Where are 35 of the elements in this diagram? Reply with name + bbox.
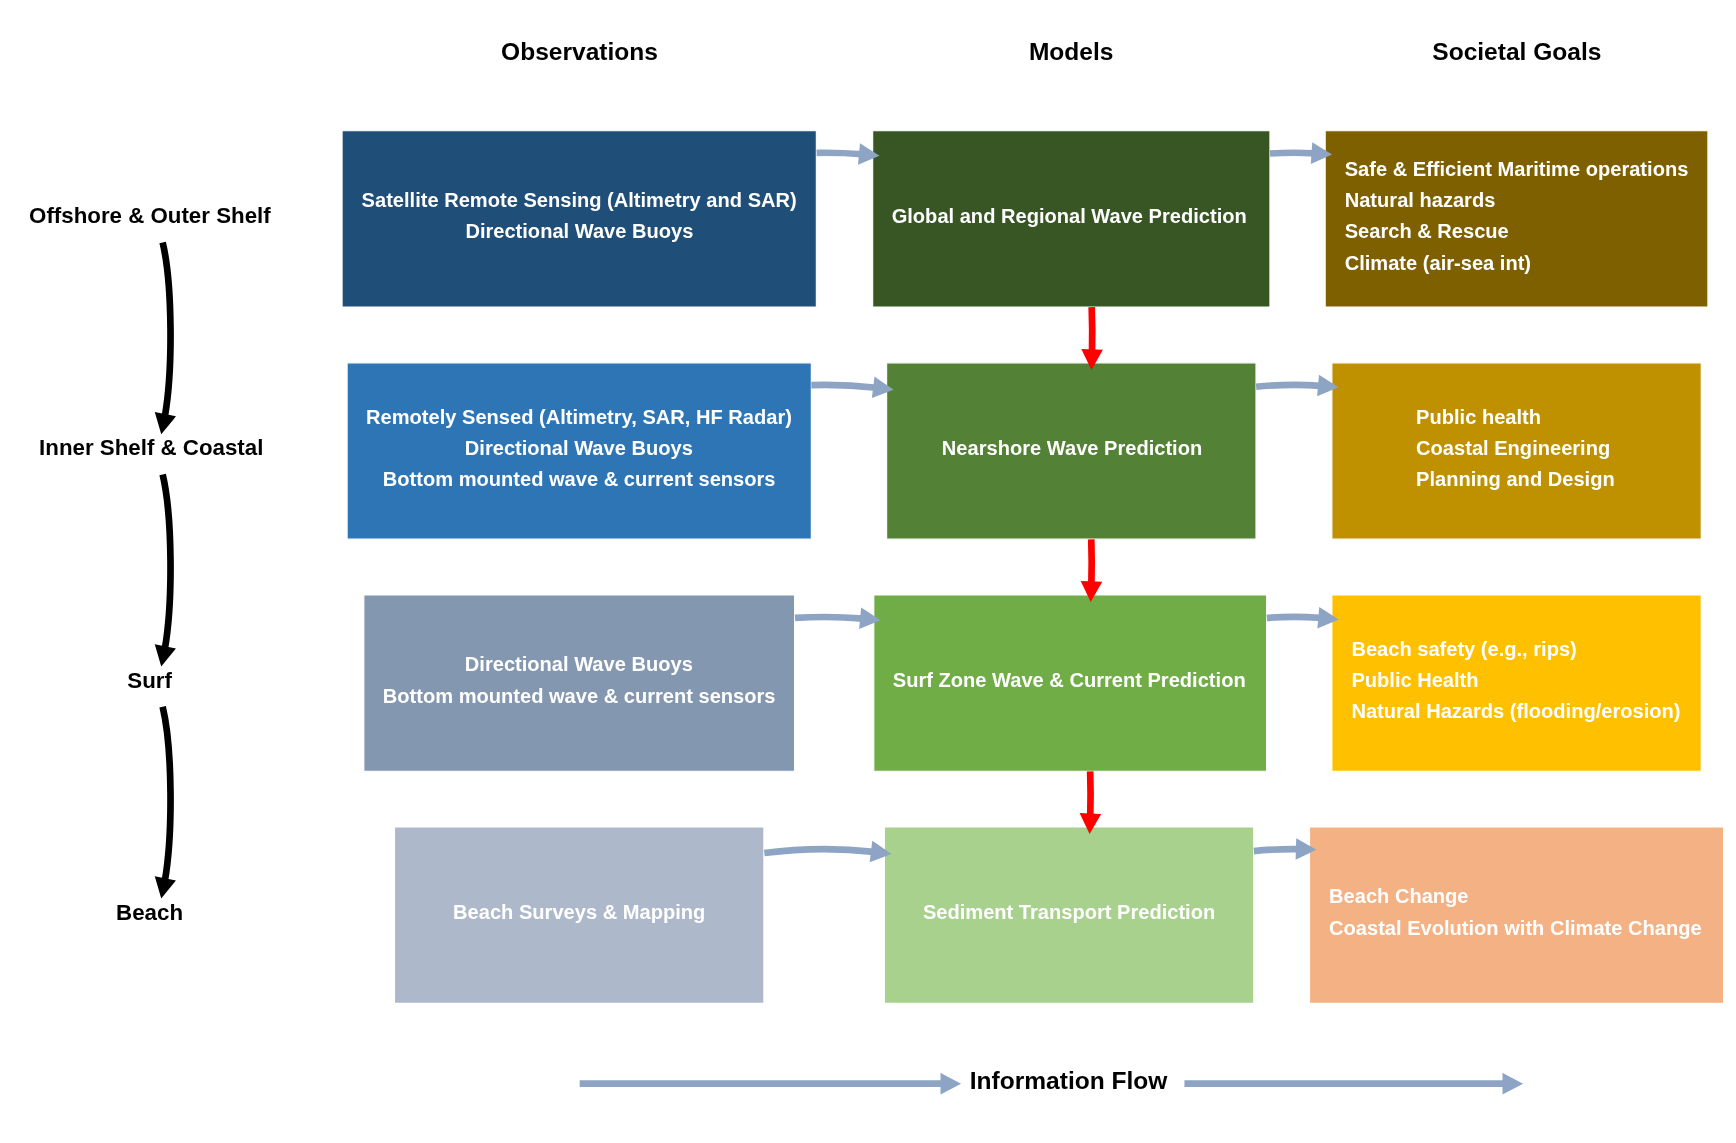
arrow — [1080, 307, 1103, 370]
arrow — [794, 607, 881, 630]
node-box: Safe & Efficient Maritime operations Natural hazards Search & Rescue Climate (air-sea int) — [1324, 130, 1708, 308]
arrow — [1269, 142, 1332, 164]
node-box: Beach Surveys & Mapping — [393, 826, 764, 1004]
arrow — [154, 706, 176, 899]
node-box: Surf Zone Wave & Current Prediction — [872, 594, 1267, 772]
node-box: Sediment Transport Prediction — [883, 826, 1254, 1004]
arrow — [816, 143, 879, 165]
label: Models — [1028, 37, 1113, 65]
node-box: Beach Change Coastal Evolution with Climate Change — [1308, 826, 1724, 1004]
node-box: Remotely Sensed (Altimetry, SAR, HF Radar) Directional Wave Buoys Bottom mounted wave & current sensors — [346, 362, 812, 540]
node-box: Nearshore Wave Prediction — [885, 362, 1257, 540]
node-text: Information Flow — [969, 1066, 1167, 1094]
arrow — [1266, 606, 1339, 629]
arrow — [154, 473, 176, 667]
node-box: Public health Coastal Engineering Planning and Design — [1330, 362, 1702, 540]
node-box: Satellite Remote Sensing (Altimetry and SAR) Directional Wave Buoys — [341, 130, 817, 308]
node-text: Offshore & Outer Shelf — [28, 203, 271, 229]
arrow — [1255, 374, 1339, 397]
node-box: Directional Wave Buoys Bottom mounted wave & current sensors — [362, 594, 795, 772]
arrow — [154, 241, 176, 435]
arrow — [810, 376, 894, 399]
arrow — [763, 840, 891, 863]
label: Societal Goals — [1431, 37, 1601, 65]
arrow — [1183, 1072, 1523, 1095]
arrow — [1079, 771, 1101, 835]
arrow — [1253, 838, 1316, 860]
node-text: Inner Shelf & Coastal — [38, 435, 263, 461]
label: Observations — [500, 37, 658, 65]
arrow — [1080, 539, 1102, 602]
node-box: Global and Regional Wave Prediction — [871, 130, 1270, 308]
node-text: Beach — [115, 899, 183, 925]
node-box: Beach safety (e.g., rips) Public Health Natural Hazards (flooding/erosion) — [1330, 594, 1702, 772]
node-text: Surf — [126, 667, 172, 693]
